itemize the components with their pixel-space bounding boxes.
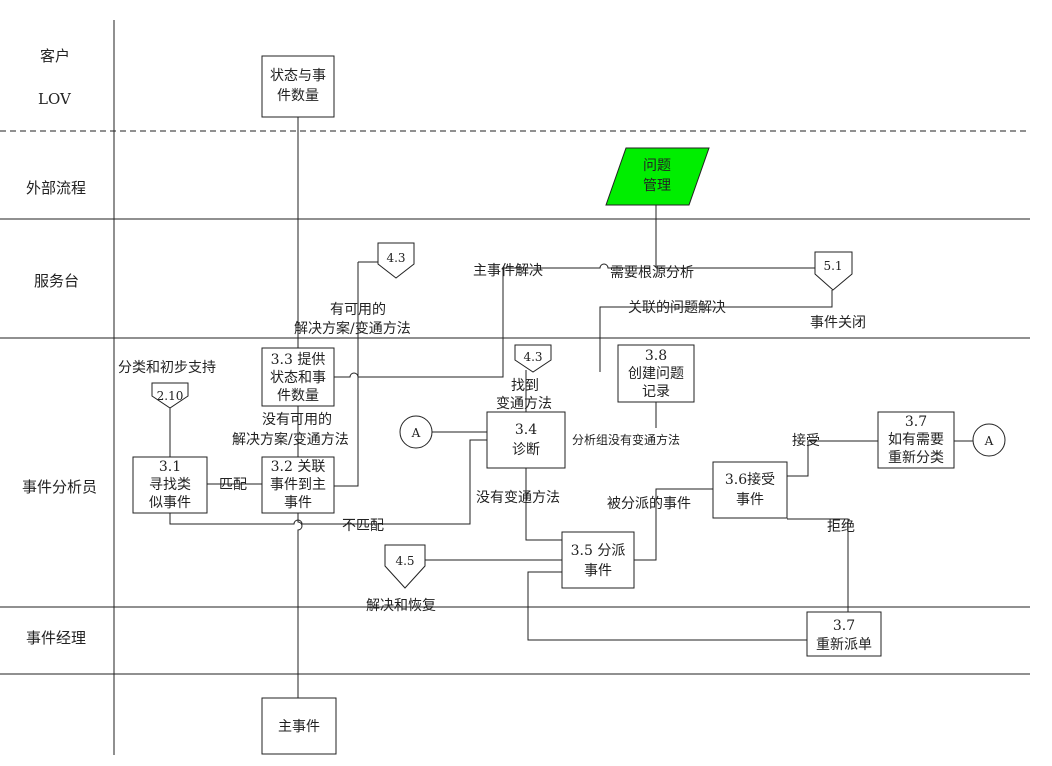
problem-management-node: 问题 管理: [605, 147, 710, 206]
svg-text:3.3 提供: 3.3 提供: [271, 352, 326, 368]
svg-text:A: A: [984, 434, 994, 448]
svg-text:4.3: 4.3: [523, 350, 542, 364]
label-classify-support: 分类和初步支持: [118, 359, 216, 376]
label-none-available-1: 没有可用的: [262, 412, 332, 428]
svg-text:事件: 事件: [284, 495, 312, 511]
label-no-match: 不匹配: [342, 518, 384, 534]
svg-text:重新分类: 重新分类: [888, 450, 944, 466]
label-accept: 接受: [792, 432, 820, 449]
svg-text:4.5: 4.5: [395, 554, 414, 568]
swimlane-grid: [0, 20, 1030, 755]
lane-customer: 客户: [40, 47, 70, 65]
connector-a-left: A: [399, 415, 433, 449]
ref-4-3-top: 4.3: [377, 242, 415, 279]
label-available-1: 有可用的: [330, 302, 386, 318]
svg-text:如有需要: 如有需要: [888, 432, 944, 448]
lane-external-process: 外部流程: [26, 179, 86, 197]
label-found-2: 变通方法: [496, 396, 552, 412]
svg-text:事件: 事件: [584, 563, 612, 579]
svg-text:件数量: 件数量: [277, 388, 319, 404]
lane-service-desk: 服务台: [34, 272, 79, 290]
label-found-1: 找到: [511, 378, 539, 394]
label-group-no-workaround: 分析组没有变通方法: [572, 432, 680, 447]
label-related-problem-resolved: 关联的问题解决: [628, 300, 726, 316]
ref-4-5: 4.5: [384, 544, 426, 589]
svg-text:事件: 事件: [736, 492, 764, 508]
box-3-6: 3.6接受 事件: [712, 461, 788, 519]
svg-text:事件到主: 事件到主: [270, 477, 326, 493]
svg-text:3.7: 3.7: [905, 414, 927, 430]
svg-text:4.3: 4.3: [386, 251, 405, 265]
svg-text:寻找类: 寻找类: [149, 477, 191, 493]
label-resolve-recover: 解决和恢复: [366, 597, 436, 614]
svg-text:2.10: 2.10: [157, 389, 184, 403]
svg-text:3.5 分派: 3.5 分派: [571, 543, 626, 559]
ref-2-10: 2.10: [151, 382, 189, 409]
svg-text:3.7: 3.7: [833, 618, 855, 634]
label-none-available-2: 解决方案/变通方法: [232, 431, 349, 448]
svg-text:3.1: 3.1: [159, 459, 181, 475]
svg-text:状态和事: 状态和事: [270, 370, 326, 386]
svg-text:问题: 问题: [643, 158, 671, 174]
svg-text:诊断: 诊断: [512, 442, 540, 458]
svg-text:状态与事: 状态与事: [270, 68, 326, 84]
box-3-2: 3.2 关联 事件到主 事件: [261, 456, 335, 514]
label-main-resolved: 主事件解决: [473, 263, 543, 279]
label-available-2: 解决方案/变通方法: [294, 320, 411, 337]
svg-text:A: A: [411, 426, 421, 440]
label-no-workaround: 没有变通方法: [476, 490, 560, 506]
svg-text:重新派单: 重新派单: [816, 637, 872, 653]
box-3-8: 3.8 创建问题 记录: [617, 344, 695, 403]
svg-text:管理: 管理: [643, 178, 671, 194]
label-reject: 拒绝: [827, 519, 855, 535]
box-3-4: 3.4 诊断: [486, 411, 566, 469]
main-event-box: 主事件: [261, 697, 337, 755]
label-assigned-event: 被分派的事件: [607, 496, 691, 512]
box-3-7-reassign: 3.7 重新派单: [806, 611, 882, 657]
flow-labels: 主事件解决 需要根源分析 关联的问题解决 事件关闭 有可用的 解决方案/变通方法…: [118, 263, 866, 614]
box-3-3: 3.3 提供 状态和事 件数量: [261, 347, 335, 407]
svg-text:件数量: 件数量: [277, 88, 319, 104]
ref-5-1: 5.1: [814, 251, 853, 291]
svg-text:记录: 记录: [642, 384, 670, 400]
svg-text:3.8: 3.8: [645, 348, 667, 364]
svg-text:似事件: 似事件: [149, 495, 191, 511]
svg-text:主事件: 主事件: [278, 719, 320, 735]
label-match: 匹配: [219, 477, 247, 493]
label-need-root-cause: 需要根源分析: [610, 265, 694, 281]
svg-text:5.1: 5.1: [823, 259, 842, 273]
box-3-1: 3.1 寻找类 似事件: [132, 456, 208, 514]
label-event-closed: 事件关闭: [810, 315, 866, 331]
box-3-5: 3.5 分派 事件: [561, 531, 635, 589]
ref-4-3-lower: 4.3: [514, 344, 552, 373]
status-count-box: 状态与事 件数量: [261, 55, 335, 118]
connector-a-right: A: [972, 423, 1006, 457]
svg-text:3.6接受: 3.6接受: [725, 471, 775, 488]
lane-lov: LOV: [38, 90, 72, 108]
svg-text:3.4: 3.4: [515, 422, 537, 438]
box-3-7-reclassify: 3.7 如有需要 重新分类: [877, 411, 955, 469]
lane-incident-analyst: 事件分析员: [22, 478, 97, 496]
svg-text:创建问题: 创建问题: [628, 366, 684, 382]
svg-text:3.2 关联: 3.2 关联: [271, 459, 326, 475]
connectors: [169, 117, 974, 698]
lane-incident-manager: 事件经理: [26, 629, 86, 647]
